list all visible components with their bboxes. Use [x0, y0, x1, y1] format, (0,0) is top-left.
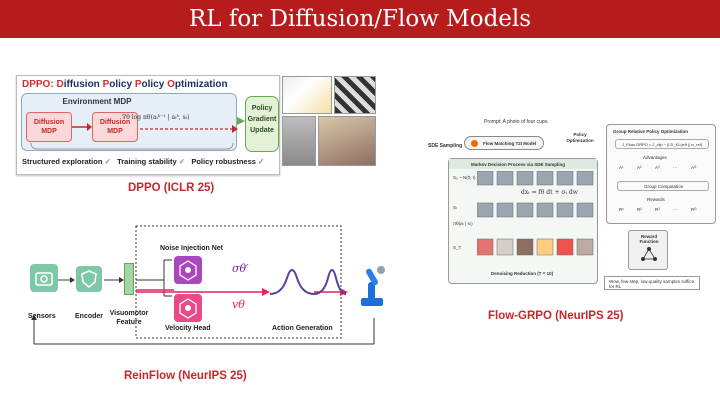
reward-row: R¹ R² R³ ⋯ Rᴳ — [619, 207, 697, 212]
dppo-diagram: DPPO: Diffusion Policy Policy Optimizati… — [16, 75, 280, 175]
dppo-robot-images — [282, 76, 378, 176]
action-generation-label: Action Generation — [272, 325, 333, 332]
visuomotor-feature-bar — [124, 263, 134, 295]
sigma-symbol: σθ′ — [232, 262, 249, 275]
policy-gradient-update-box: Policy Gradient Update — [245, 96, 279, 152]
environment-mdp-box: Environment MDP Diffusion MDP Diffusion … — [21, 93, 238, 151]
shield-icon — [76, 266, 102, 292]
reinflow-diagram — [31, 225, 375, 345]
policy-gradient-formula: ∇θ log πθ(aₜᵏ⁻¹ | aₜᵏ, sₜ) — [122, 114, 190, 121]
robot-image-3 — [282, 116, 316, 166]
flowgrpo-caption: Flow-GRPO (NeurIPS 25) — [488, 310, 624, 322]
environment-mdp-label: Environment MDP — [62, 97, 132, 106]
advantage-row: A¹ A² A³ ⋯ Aᴳ — [619, 165, 697, 170]
sT-label: S_T — [453, 245, 462, 250]
reward-network-icon — [641, 247, 657, 261]
encoder-label: Encoder — [75, 313, 104, 320]
dppo-benefits: Structured exploration ✓ Training stabil… — [22, 157, 265, 166]
mdp-sde-box: Markov Decision Process via SDE Sampling… — [448, 158, 598, 284]
robot-image-4 — [318, 116, 376, 166]
policy-optimization-label: Policy Optimization — [566, 132, 594, 143]
flow-grpo-diagram: Prompt: A photo of four cups. SDE Sampli… — [428, 116, 718, 300]
robot-arm-icon — [355, 262, 389, 308]
robot-image-1 — [282, 76, 332, 114]
note-box: Wow, few-step, low-quality samples suffi… — [604, 276, 700, 290]
pi-label: πθ(aₜ | sₜ) — [453, 221, 473, 226]
grpo-title: Group Relative Policy Optimization — [613, 129, 689, 134]
env-loop-arrow — [30, 143, 234, 150]
sde-sampling-label: SDE Sampling — [428, 143, 463, 149]
st-label: Sₜ — [453, 205, 458, 210]
dppo-title: DPPO: Diffusion Policy Policy Optimizati… — [22, 79, 228, 90]
velocity-head-icon — [174, 294, 202, 322]
diffusion-mdp-box-2: Diffusion MDP — [92, 112, 138, 142]
title-bar: RL for Diffusion/Flow Models — [0, 0, 720, 38]
arrow-to-policy — [237, 117, 245, 125]
grpo-loss: J_Flow-GRPO = J_clip − β D_KL(πθ || π_re… — [622, 142, 703, 147]
visuomotor-feature-label: Visuomotor Feature — [109, 310, 149, 326]
mdp-arrow-1 — [72, 123, 92, 131]
page-title: RL for Diffusion/Flow Models — [188, 6, 532, 32]
rewards-label: Rewards — [647, 197, 665, 202]
denoising-label: Denoising Reduction (T = 10) — [491, 271, 554, 276]
diffusion-mdp-box-1: Diffusion MDP — [26, 112, 72, 142]
mdp-sde-title: Markov Decision Process via SDE Sampling — [471, 162, 566, 167]
prompt-text: Prompt: A photo of four cups. — [484, 119, 549, 125]
t2i-model-box: Flow Matching T2I Model — [464, 136, 544, 150]
s0-label: S₀ ~ N(0, I) — [453, 175, 476, 180]
sensors-label: Sensors — [28, 313, 56, 320]
sde-equation: dxₜ = fθ dt + σₜ dw — [521, 189, 578, 196]
sample-grid — [477, 171, 594, 256]
grpo-box: Group Relative Policy Optimization J_Flo… — [606, 124, 716, 224]
group-computation-label: Group Computation — [644, 184, 684, 189]
dppo-caption: DPPO (ICLR 25) — [128, 182, 215, 194]
noise-net-icon — [174, 256, 202, 284]
reward-function-box: Reward Function — [628, 230, 668, 270]
velocity-head-label: Velocity Head — [165, 325, 211, 332]
noise-injection-net-label: Noise Injection Net — [160, 245, 224, 252]
reinflow-caption: ReinFlow (NeurIPS 25) — [124, 370, 247, 382]
robot-image-2 — [334, 76, 376, 114]
fire-icon — [471, 140, 478, 147]
advantages-label: Advantages — [643, 155, 667, 160]
camera-icon — [30, 264, 58, 292]
velocity-symbol: vθ — [232, 298, 245, 311]
dashed-arrow — [140, 125, 238, 133]
